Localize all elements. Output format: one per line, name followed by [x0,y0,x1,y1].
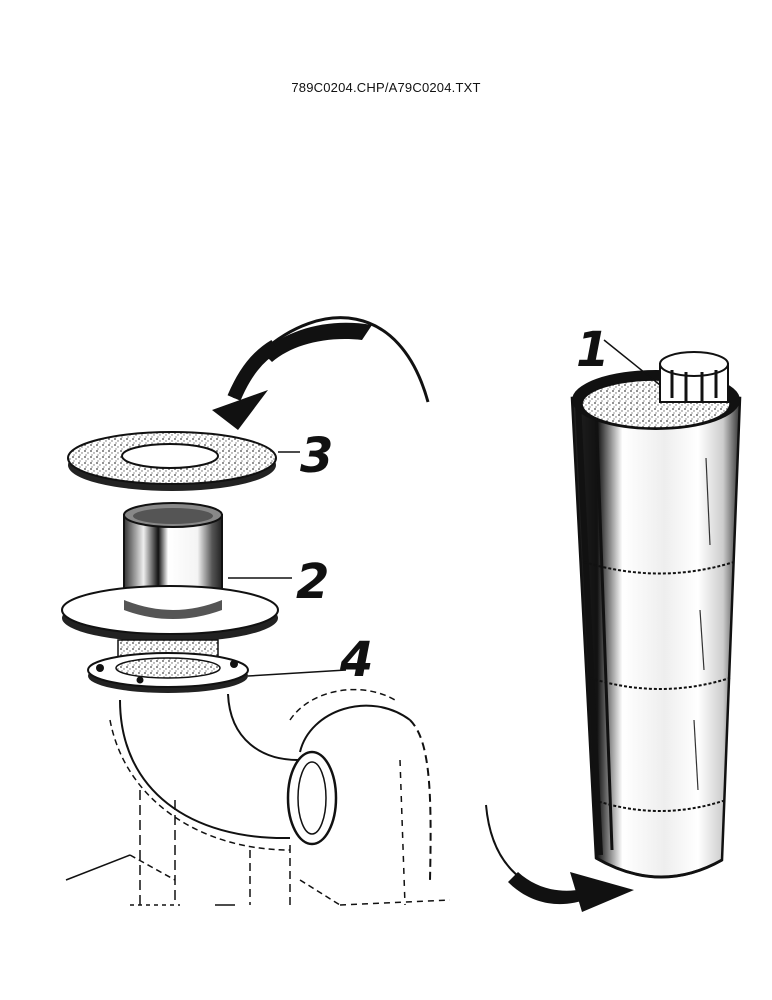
callout-label-2: 2 [296,554,329,610]
document-filename: 789C0204.CHP/A79C0204.TXT [291,80,481,95]
callout-leader-1 [603,339,661,386]
gasket-bottom [87,652,249,693]
gasket-top [67,431,277,491]
install-arrow-top [212,316,430,430]
callout-label-1: 1 [576,322,609,378]
filter-element [570,351,742,879]
callout-label-4: 4 [339,632,373,688]
callout-label-3: 3 [300,428,333,484]
install-arrow-bottom [485,804,634,912]
callout-leader-4 [247,669,347,677]
engine-housing [65,790,451,906]
elbow-pipe [109,688,432,906]
inlet-adapter [61,502,279,661]
